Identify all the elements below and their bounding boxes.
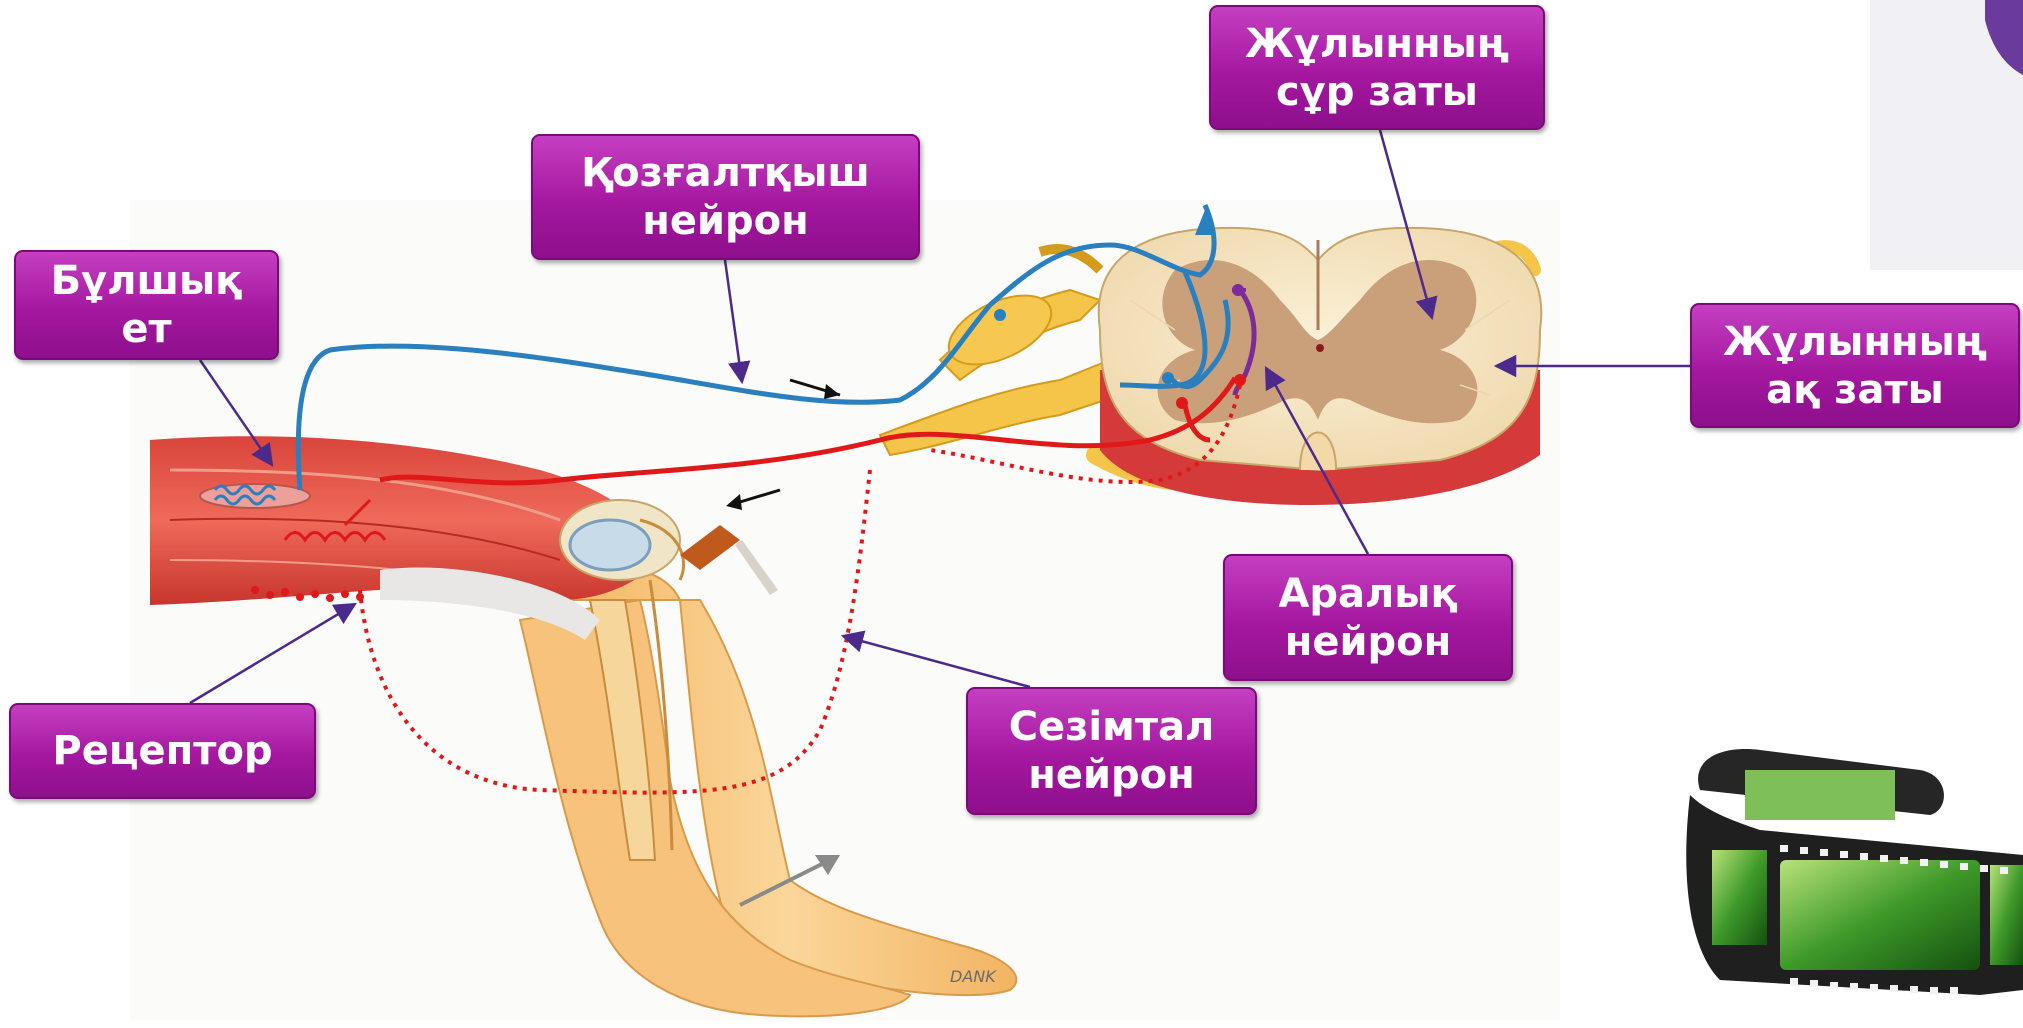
label-receptor: Рецептор [9, 703, 316, 799]
label-white-matter-line2: ақ заты [1766, 366, 1944, 414]
corner-decoration [1870, 0, 2023, 270]
label-interneuron-line1: Аралық [1278, 570, 1457, 618]
label-sensory-neuron-line2: нейрон [1028, 751, 1195, 799]
label-white-matter: Жұлынның ақ заты [1690, 303, 2020, 428]
label-motor-neuron-line1: Қозғалтқыш [581, 149, 870, 197]
label-grey-matter-line2: сұр заты [1276, 68, 1478, 116]
label-interneuron-line2: нейрон [1285, 618, 1452, 666]
label-muscle-line1: Бұлшық [51, 257, 243, 305]
artist-signature: DANK [950, 967, 997, 986]
label-sensory-neuron: Сезімтал нейрон [966, 687, 1257, 815]
spinal-cord [1099, 228, 1542, 505]
label-grey-matter: Жұлынның сұр заты [1209, 5, 1545, 130]
film-strip-decoration [1686, 749, 2023, 995]
motor-soma [994, 309, 1006, 321]
label-white-matter-line1: Жұлынның [1723, 318, 1987, 366]
label-motor-neuron: Қозғалтқыш нейрон [531, 134, 920, 260]
label-motor-neuron-line2: нейрон [642, 197, 809, 245]
label-sensory-neuron-line1: Сезімтал [1009, 703, 1215, 751]
label-receptor-line1: Рецептор [52, 727, 272, 775]
label-interneuron: Аралық нейрон [1223, 554, 1513, 681]
label-muscle-line2: ет [121, 305, 171, 353]
label-muscle: Бұлшық ет [14, 250, 279, 360]
label-grey-matter-line1: Жұлынның [1245, 20, 1509, 68]
